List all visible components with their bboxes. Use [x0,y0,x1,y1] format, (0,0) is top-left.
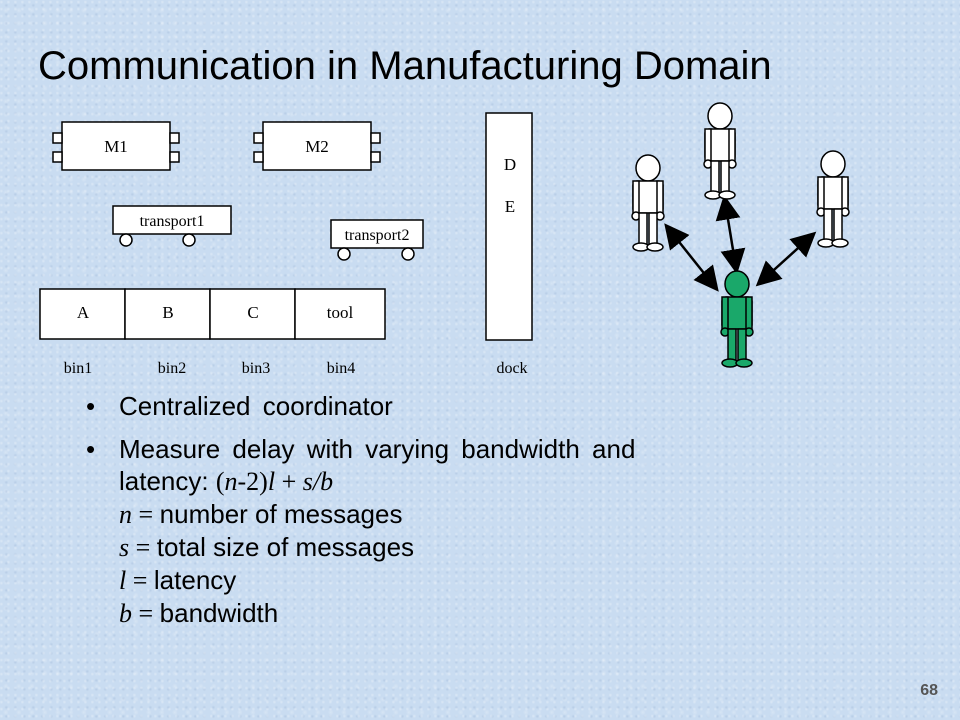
arrow-right-peer [755,231,817,287]
machine-m2: M2 [253,121,381,171]
definition-var: n [119,500,132,529]
bin3-content: C [247,303,258,322]
dock-label: dock [496,360,527,377]
definition-eq: = [132,500,160,529]
machine-m2-label: M2 [305,137,329,156]
definition-desc: number of messages [159,499,403,529]
bin2-label: bin2 [158,360,186,377]
definition-desc: latency [153,565,237,595]
bullet-list: • Centralized coordinator • Measure dela… [86,390,846,641]
bins: A B C tool bin1 bin2 bin3 bin4 [39,288,386,377]
formula-part: / [312,467,321,496]
formula-var-l: l [267,467,276,496]
bullet-dot-icon: • [86,434,96,464]
manufacturing-diagram: M1 M2 transport1 transport2 A B C tool b… [39,102,850,377]
bin4-box [294,288,386,340]
bullet-text: Centralized coordinator [119,391,393,421]
transport1-label: transport1 [140,213,205,230]
communication-arrows [664,194,817,292]
slide-title: Communication in Manufacturing Domain [38,44,772,88]
definition-var: l [119,566,127,595]
bin1-content: A [77,303,90,322]
machine-m1-label: M1 [104,137,128,156]
bin2-box [124,288,211,340]
definition-desc: total size of messages [156,532,415,562]
formula-part: -2) [237,467,268,496]
bullet-dot-icon: • [86,391,96,421]
page-number: 68 [920,682,938,699]
transport2-label: transport2 [345,227,410,244]
arrow-top-peer [715,194,746,275]
formula-line: latency: (n-2)l + s/b [119,465,846,498]
definition-eq: = [132,599,160,628]
formula-var-n: n [224,467,238,496]
bin1-box [39,288,126,340]
peer-agent-left-icon [631,154,665,252]
bullet-centralized-coordinator: • Centralized coordinator [86,390,846,422]
bullet-measure-delay: • Measure delay with varying bandwidth a… [86,433,846,630]
definition-eq: = [126,566,154,595]
transport2: transport2 [330,219,424,261]
bullet-text: Measure delay with varying bandwidth and [119,434,636,464]
definition-eq: = [129,533,157,562]
definition-var: b [119,599,132,628]
machine-m1: M1 [52,121,180,171]
dock: D E dock [485,112,533,377]
definition-s: s = total size of messages [119,531,846,564]
bin4-content: tool [327,303,354,322]
bin4-label: bin4 [327,360,355,377]
definition-l: l = latency [119,564,846,597]
peer-agent-right-icon [816,150,850,248]
dock-item-d: D [504,155,516,174]
transport1: transport1 [112,205,232,247]
definition-desc: bandwidth [159,598,279,628]
definition-b: b = bandwidth [119,597,846,630]
latency-label: latency: [119,466,216,496]
definition-var: s [119,533,130,562]
bin1-label: bin1 [64,360,92,377]
coordinator-agent-icon [720,270,754,368]
arrow-left-peer [664,223,719,292]
bin3-label: bin3 [242,360,270,377]
dock-item-e: E [505,197,515,216]
formula-part: ( [215,467,225,496]
formula-var-b: b [320,467,334,496]
formula-var-s: s [302,467,313,496]
bin2-content: B [162,303,173,322]
peer-agent-top-icon [703,102,737,200]
definition-n: n = number of messages [119,498,846,531]
formula-part: + [275,467,303,496]
